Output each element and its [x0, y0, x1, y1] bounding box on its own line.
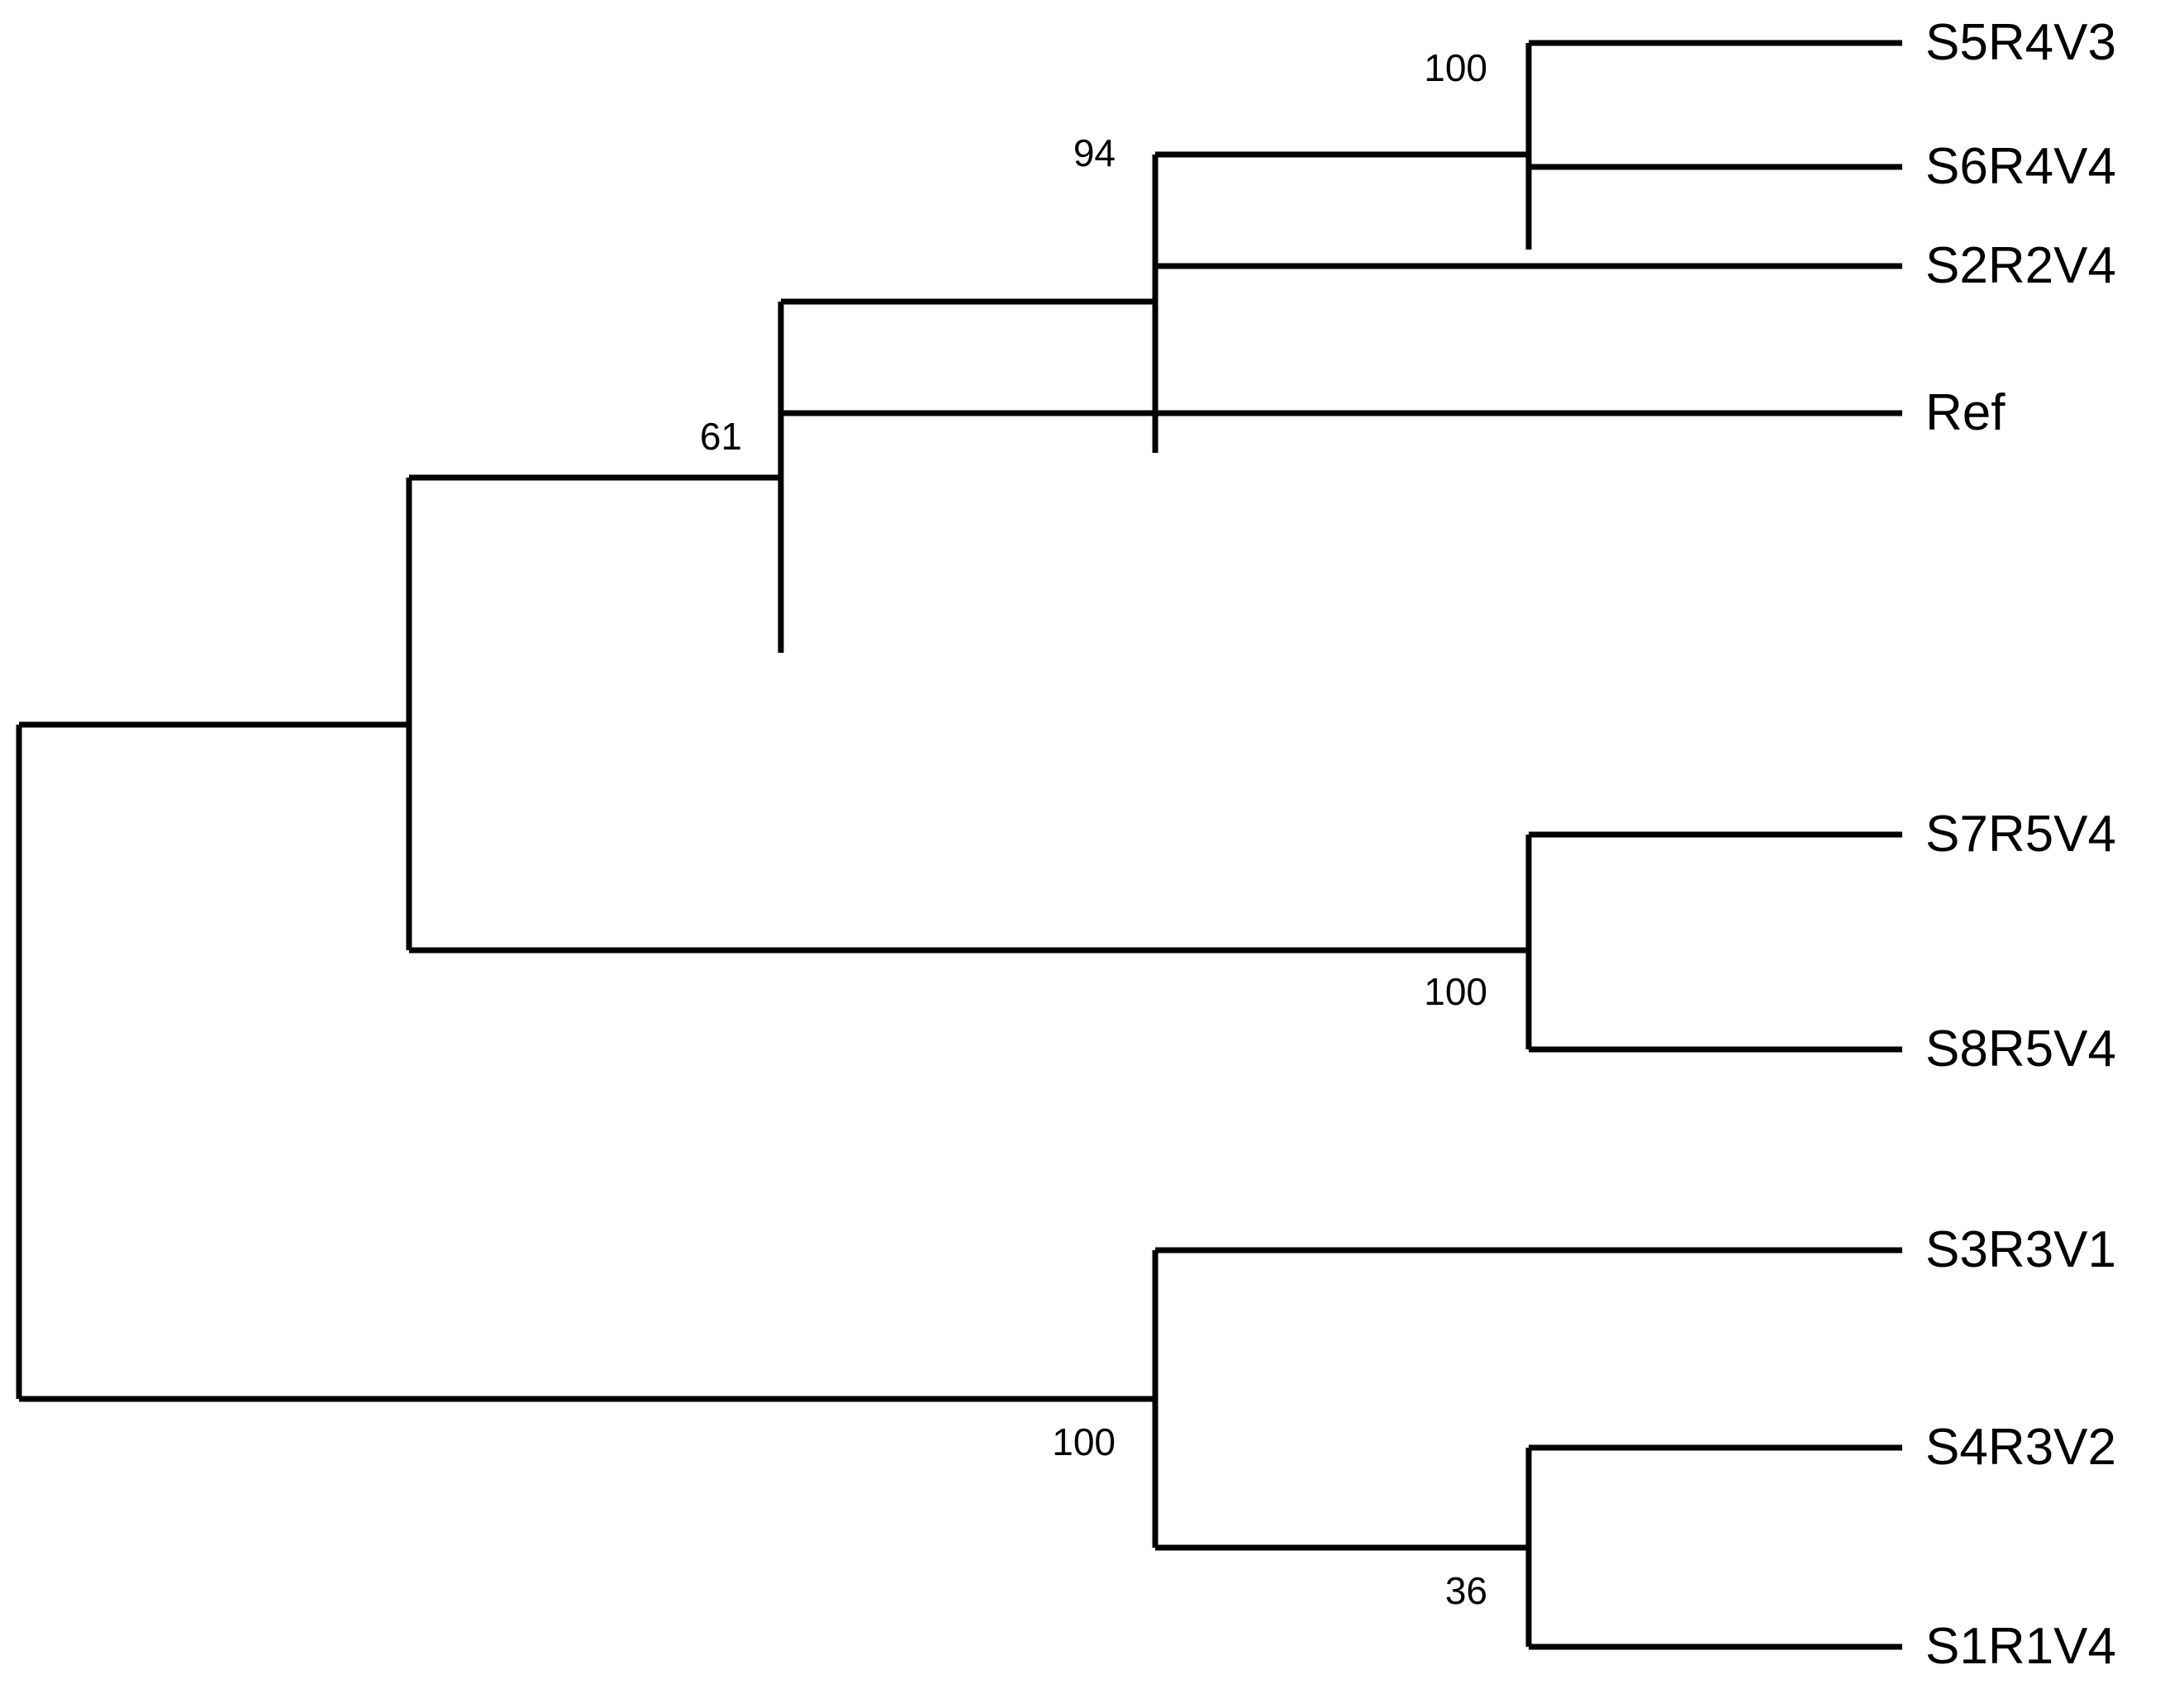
tip-s3r3v1-label: S3R3V1 — [1925, 1221, 2116, 1278]
support-61: 61 — [699, 415, 742, 458]
support-94: 94 — [1073, 131, 1116, 174]
tip-s1r1v4-label: S1R1V4 — [1925, 1618, 2116, 1675]
tip-s4r3v2-label: S4R3V2 — [1925, 1419, 2116, 1476]
tip-s5r4v3-label: S5R4V3 — [1925, 14, 2116, 71]
tip-ref-label: Ref — [1925, 384, 2006, 441]
support-36: 36 — [1444, 1569, 1487, 1612]
support-100-mid: 100 — [1424, 970, 1487, 1013]
tip-s7r5v4-label: S7R5V4 — [1925, 806, 2116, 863]
support-100-top: 100 — [1424, 46, 1487, 89]
tip-s6r4v4-label: S6R4V4 — [1925, 138, 2116, 195]
tip-s8r5v4-label: S8R5V4 — [1925, 1020, 2116, 1077]
support-100-bottom: 100 — [1052, 1420, 1116, 1463]
tip-s2r2v4-label: S2R2V4 — [1925, 237, 2116, 294]
